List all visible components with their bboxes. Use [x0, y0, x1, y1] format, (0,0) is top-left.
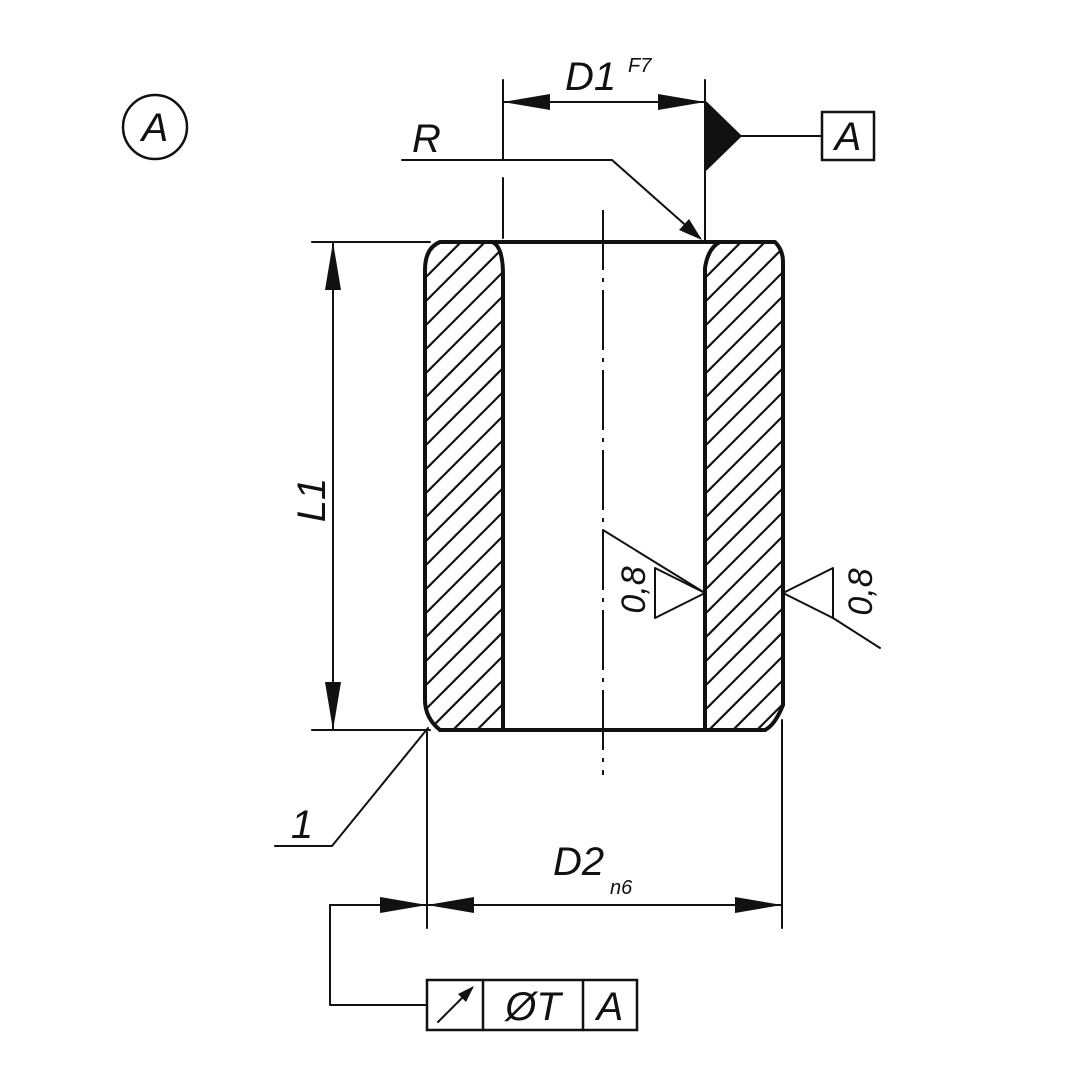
hatch-line [425, 242, 503, 730]
d1-arrow-left [503, 94, 550, 110]
hatch-line [425, 242, 503, 730]
hatch-line [705, 242, 783, 730]
tolerance-datum: A [595, 985, 624, 1029]
hatch-line [425, 242, 503, 730]
hatch-line [425, 242, 503, 730]
roughness-outer-leader [832, 617, 881, 649]
hatch-line [705, 242, 783, 730]
hatch-line [705, 242, 783, 730]
hatch-line [425, 242, 503, 730]
hatch-line [705, 242, 773, 730]
left-wall-outline [423, 240, 505, 732]
datum-triangle [705, 100, 742, 172]
hatch-line [425, 242, 503, 730]
hatch-line [705, 242, 783, 730]
hatch-line [705, 242, 783, 730]
hatch-line [705, 242, 783, 730]
hatch-line [425, 242, 469, 730]
hatch-line [705, 242, 783, 730]
hatch-line [705, 242, 783, 730]
d2-label: D2 [553, 840, 604, 884]
view-label-circle [121, 93, 189, 161]
hatch-line [425, 242, 503, 730]
hatch-left-wall [0, 235, 503, 735]
hatch-right-wall [705, 235, 1080, 735]
roughness-outer-symbol [782, 567, 834, 619]
d2-arrow-left-outer [380, 897, 427, 913]
roughness-inner-symbol [654, 567, 706, 619]
hatch-line [705, 242, 783, 730]
datum-a: A [705, 100, 876, 172]
roughness-inner: 0,8 [602, 529, 706, 619]
hatch-line [425, 242, 503, 730]
d2-arrow-left-inner [427, 897, 474, 913]
radius-leader [401, 159, 701, 239]
hatch-line [751, 242, 783, 730]
hatch-line [425, 242, 445, 730]
item-leader [274, 727, 429, 847]
hatch-line [705, 242, 783, 730]
hatch-line [425, 242, 503, 730]
hatch-line [705, 242, 783, 730]
tolerance-value: ØT [503, 985, 563, 1029]
d1-arrow-right [658, 94, 705, 110]
item-callout: 1 [274, 727, 429, 847]
tolerance-frame [425, 978, 639, 1032]
radius-callout: R [401, 117, 702, 240]
hatch-line [775, 242, 783, 730]
roughness-inner-value: 0,8 [615, 566, 653, 613]
right-wall-outline [703, 240, 785, 732]
hatch-line [705, 242, 783, 730]
hatch-line [705, 242, 783, 730]
hatch-line [705, 242, 783, 730]
d2-arrow-right [735, 897, 782, 913]
l1-arrow-bottom [325, 682, 341, 730]
hatch-line [800, 235, 1080, 735]
dimension-l1: L1 [290, 241, 431, 731]
hatch-line [727, 242, 783, 730]
l1-arrow-top [325, 242, 341, 290]
radius-arrow [679, 219, 702, 240]
hatch-line [425, 242, 503, 730]
circular-runout-icon [437, 986, 474, 1023]
datum-frame [820, 110, 876, 162]
roughness-inner-leader [602, 529, 706, 594]
roughness-outer-value: 0,8 [842, 568, 880, 615]
hatch-line [425, 242, 503, 730]
hatch-line [425, 242, 503, 730]
hatch-line [425, 242, 503, 730]
hatch-line [705, 242, 783, 730]
hatch-line [425, 242, 493, 730]
hatch-line [425, 242, 503, 730]
datum-label: A [833, 115, 862, 159]
hatch-line [705, 242, 783, 730]
roughness-outer: 0,8 [782, 567, 881, 649]
hatch-line [425, 242, 503, 730]
runout-tolerance: ØT A [329, 904, 639, 1032]
d1-label: D1 [565, 55, 616, 99]
item-number: 1 [291, 803, 313, 847]
runout-leader [329, 904, 428, 1006]
d1-tolerance: F7 [628, 55, 652, 77]
hatch-line [0, 235, 420, 735]
view-label: A [121, 93, 189, 161]
dimension-d2: D2 n6 [329, 719, 783, 929]
hatch-line [705, 242, 783, 730]
d2-tolerance: n6 [610, 877, 633, 899]
l1-label: L1 [290, 478, 334, 523]
hatch-line [425, 242, 503, 730]
hatch-line [705, 242, 783, 730]
radius-label: R [412, 117, 441, 161]
hatch-line [447, 242, 503, 730]
view-label-text: A [140, 106, 169, 150]
